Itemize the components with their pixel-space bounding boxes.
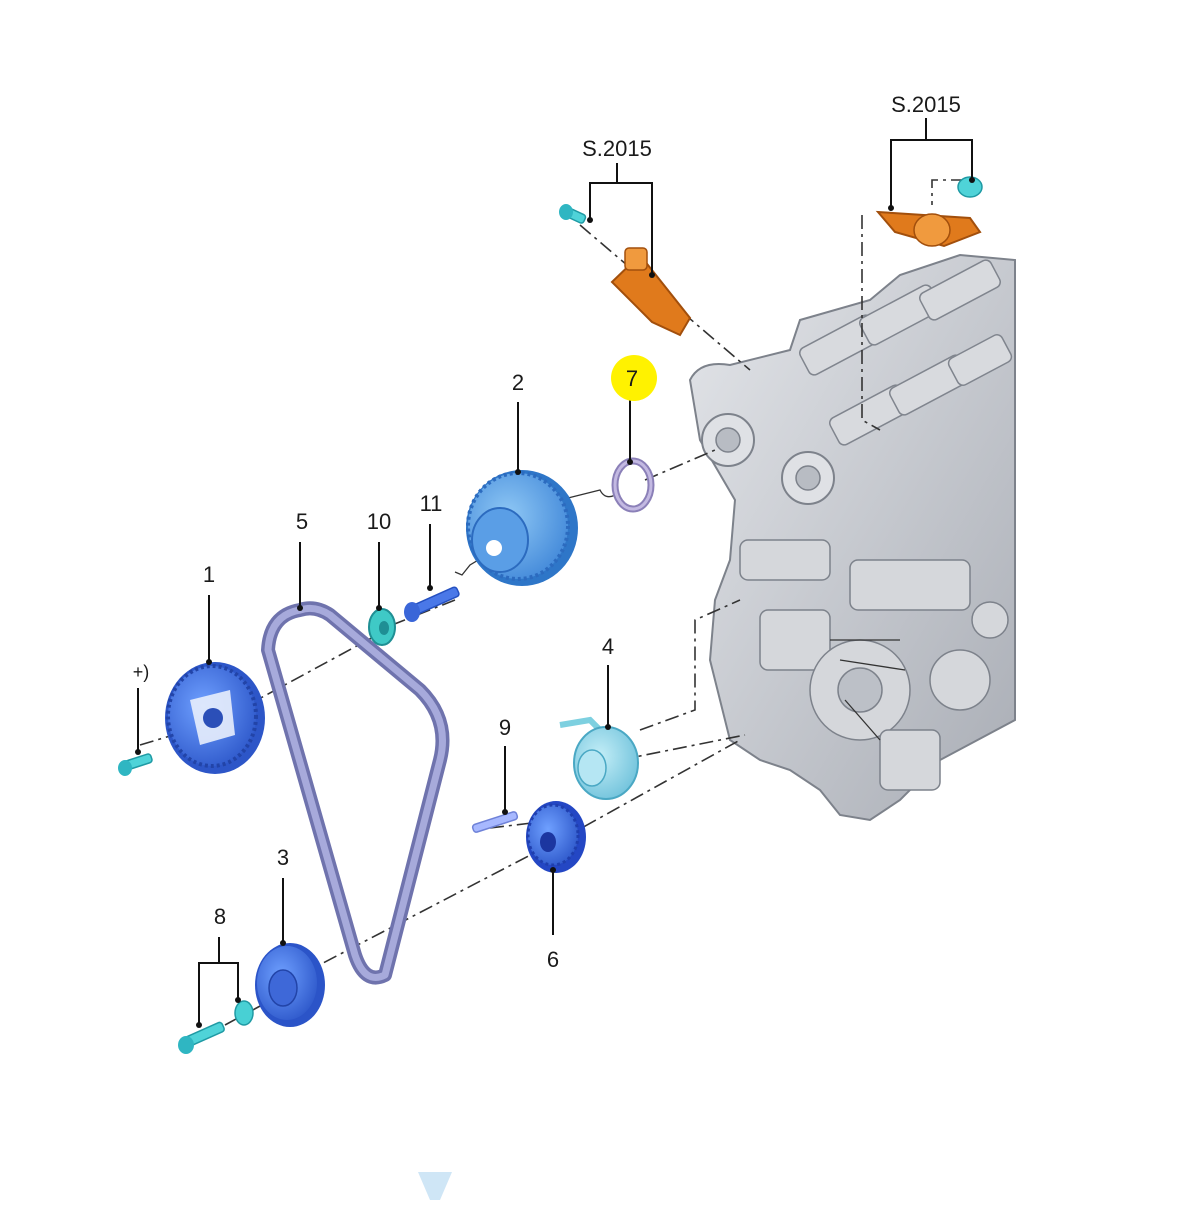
sensor-left [610, 247, 692, 337]
callout-1: 1 [203, 562, 215, 587]
callout-10: 10 [367, 509, 391, 534]
part-11-bolt [404, 586, 460, 622]
callout-4: 4 [602, 634, 614, 659]
callout-11: 11 [420, 491, 443, 516]
callout-s2015-left: S.2015 [582, 136, 652, 161]
bolt-right-top [957, 176, 983, 198]
sensor-right [875, 210, 982, 248]
callout-labels: 1 2 3 4 5 6 7 8 9 10 11 +) S.2015 S.2015 [133, 92, 961, 972]
part-10-washer [368, 608, 396, 646]
callout-8: 8 [214, 904, 226, 929]
triangle-down-icon[interactable] [418, 1172, 452, 1200]
callout-6: 6 [547, 947, 559, 972]
part-3-pulley [255, 943, 325, 1027]
callout-s2015-right: S.2015 [891, 92, 961, 117]
engine-block [688, 253, 1016, 822]
callout-2: 2 [512, 370, 524, 395]
part-4-tensioner [559, 716, 639, 800]
callout-9: 9 [499, 715, 511, 740]
callout-3: 3 [277, 845, 289, 870]
part-7-seal-ring [611, 457, 655, 513]
callout-leaders [135, 118, 975, 1028]
part-8-bolt-washer [178, 1000, 254, 1054]
part-9-bolt [471, 811, 519, 833]
callout-7-highlight [611, 355, 657, 401]
part-1-sprocket [165, 662, 265, 774]
plus-bolt [118, 753, 153, 776]
part-6-idler [526, 801, 586, 873]
part-5-belt [261, 601, 450, 985]
callout-7: 7 [626, 366, 638, 391]
part-2-cam-pulley [466, 470, 578, 586]
callout-5: 5 [296, 509, 308, 534]
bolt-left-top [559, 204, 587, 224]
callout-plus: +) [133, 662, 150, 682]
